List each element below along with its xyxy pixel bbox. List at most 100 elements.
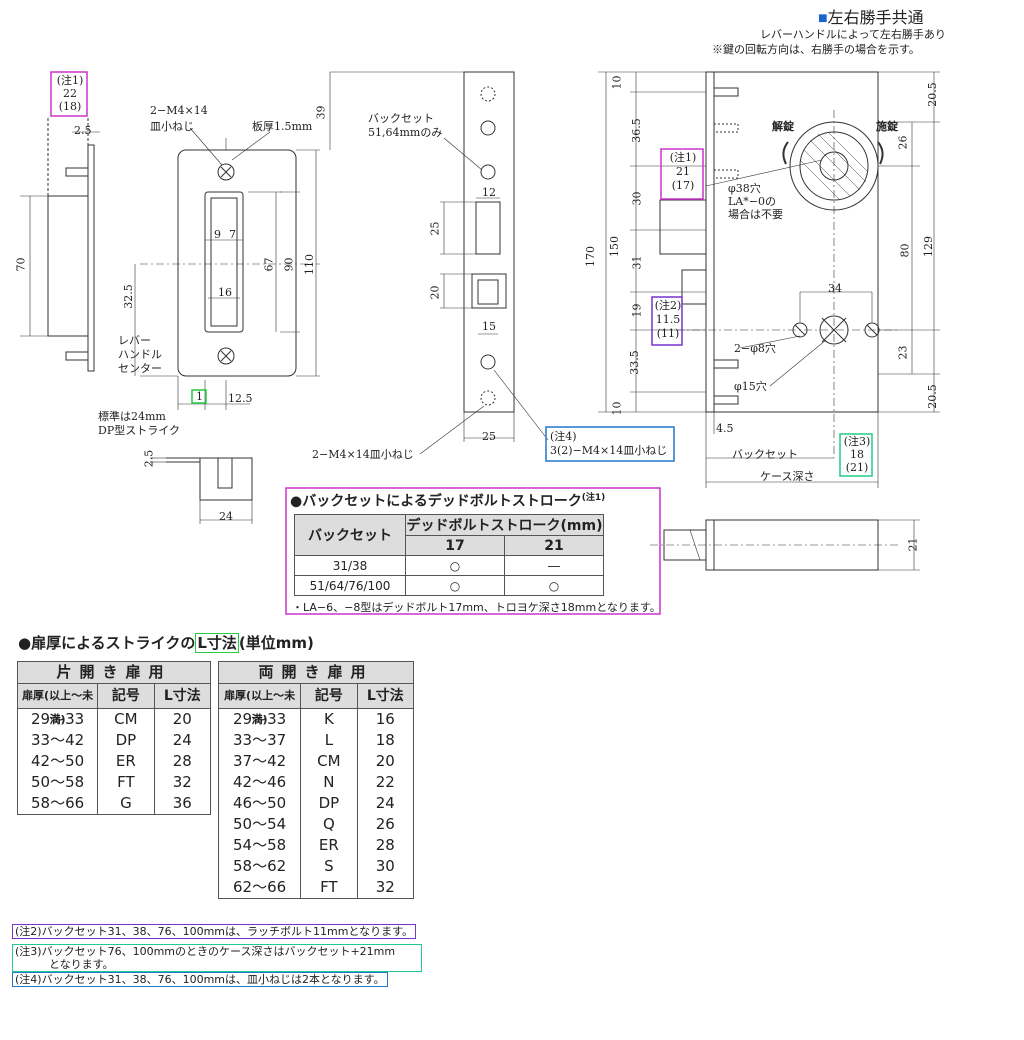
dim-26: 26 bbox=[896, 135, 910, 150]
table-cell: 36 bbox=[172, 794, 192, 812]
table-row: 31/38 ○ ― bbox=[294, 555, 605, 576]
table-cell: CM bbox=[98, 709, 155, 730]
note3-l1: (注3) bbox=[843, 435, 871, 448]
dim-32-5: 32.5 bbox=[121, 284, 135, 309]
note1-side-l3: (17) bbox=[671, 179, 695, 192]
single-caption: 片開き扉用 bbox=[18, 662, 210, 684]
note2-l2: 11.5 bbox=[655, 313, 681, 326]
note3-l3: (21) bbox=[845, 461, 869, 474]
table-cell: 29〜33 bbox=[219, 709, 302, 730]
la-note-2: 場合は不要 bbox=[728, 208, 783, 221]
la-note-1: LA*−0の bbox=[728, 195, 776, 208]
table-cell: DP bbox=[98, 730, 155, 751]
single-h1: 扉厚(以上〜未満) bbox=[18, 684, 99, 726]
dim-170: 170 bbox=[584, 246, 597, 267]
dim-16: 16 bbox=[218, 286, 232, 299]
single-h3: L寸法 bbox=[163, 688, 201, 704]
dim-36-5: 36.5 bbox=[629, 118, 643, 143]
dim-21: 21 bbox=[906, 537, 920, 552]
double-h2: 記号 bbox=[301, 684, 358, 708]
table-cell: ER bbox=[98, 751, 155, 772]
note1-left-l3: (18) bbox=[58, 100, 82, 113]
front-screw-label: 2−M4×14皿小ねじ bbox=[312, 448, 414, 461]
dim-7: 7 bbox=[229, 228, 236, 241]
note4-l1: (注4) bbox=[550, 430, 577, 443]
dim-110: 110 bbox=[303, 254, 316, 275]
note-3-a: (注3)バックセット76、100mmのときのケース深さはバックセット+21mm bbox=[15, 945, 396, 958]
table-cell: G bbox=[98, 793, 155, 814]
dim-80: 80 bbox=[898, 243, 912, 258]
table-cell: 33〜42 bbox=[18, 730, 99, 751]
dim-129: 129 bbox=[922, 236, 935, 257]
dim-20: 20 bbox=[428, 285, 442, 300]
dim-24: 24 bbox=[219, 510, 233, 523]
stroke-title-text: ●バックセットによるデッドボルトストローク bbox=[290, 493, 582, 510]
table-cell: 58〜66 bbox=[18, 793, 99, 814]
plate-thickness: 板厚1.5mm bbox=[252, 120, 313, 133]
table-cell: 58〜62 bbox=[219, 856, 302, 877]
header-subtitle-2: ※鍵の回転方向は、右勝手の場合を示す。 bbox=[712, 44, 920, 56]
lever-center-3: センター bbox=[118, 362, 162, 375]
stroke-footnote: ・LA−6、−8型はデッドボルト17mm、トロヨケ深さ18mmとなります。 bbox=[292, 601, 661, 614]
note-4: (注4)バックセット31、38、76、100mmは、皿小ねじは2本となります。 bbox=[12, 972, 388, 987]
table-cell: FT bbox=[301, 877, 358, 898]
stroke-title-note: (注1) bbox=[581, 493, 606, 503]
stroke-cell: ○ bbox=[405, 575, 505, 596]
table-cell: 62〜66 bbox=[219, 877, 302, 898]
note1-left-l1: (注1) bbox=[56, 74, 84, 87]
note1-side-l1: (注1) bbox=[669, 151, 697, 164]
dim-2-5b: 2.5 bbox=[142, 449, 156, 468]
dim-20-5b: 20.5 bbox=[925, 384, 939, 409]
table-cell: 54〜58 bbox=[219, 835, 302, 856]
backset-label: バックセット bbox=[732, 448, 798, 461]
double-h3: L寸法 bbox=[366, 688, 404, 704]
hole-8: 2−φ8穴 bbox=[734, 342, 776, 355]
stroke-cell: ○ bbox=[405, 555, 505, 576]
table-cell: 22 bbox=[375, 773, 395, 791]
table-cell: 16 bbox=[375, 710, 395, 728]
dim-67: 67 bbox=[262, 257, 276, 272]
table-cell: K bbox=[301, 709, 358, 730]
stroke-col-17: 17 bbox=[405, 535, 505, 556]
dim-70: 70 bbox=[14, 257, 28, 272]
table-cell: 18 bbox=[375, 731, 395, 749]
note1-side-callout: (注1) 21 (17) bbox=[664, 151, 702, 193]
table-cell: 33〜37 bbox=[219, 730, 302, 751]
dim-10b: 10 bbox=[610, 401, 624, 416]
table-cell: CM bbox=[301, 751, 358, 772]
lock-label: 施錠 bbox=[876, 120, 898, 133]
note1-left-l2: 22 bbox=[63, 87, 77, 100]
note4-l2: 3(2)−M4×14皿小ねじ bbox=[550, 444, 668, 457]
dim-2-5: 2.5 bbox=[74, 124, 92, 137]
dim-39: 39 bbox=[314, 105, 328, 120]
table-cell: 32 bbox=[375, 878, 395, 896]
note1-side-l2: 21 bbox=[676, 165, 690, 178]
std-note-2: DP型ストライク bbox=[98, 424, 181, 437]
stroke-table-title: ●バックセットによるデッドボルトストローク(注1) bbox=[290, 490, 605, 511]
table-cell: 24 bbox=[172, 731, 192, 749]
note3-callout: (注3) 18 (21) bbox=[842, 435, 872, 474]
dim-12-5: 12.5 bbox=[228, 392, 253, 405]
case-depth-label: ケース深さ bbox=[760, 470, 815, 483]
table-cell: 26 bbox=[375, 815, 395, 833]
stroke-cell: ― bbox=[503, 555, 605, 576]
table-cell: 42〜50 bbox=[18, 751, 99, 772]
table-cell: 42〜46 bbox=[219, 772, 302, 793]
dim-25a: 25 bbox=[428, 221, 442, 236]
table-cell: 24 bbox=[375, 794, 395, 812]
stroke-col-backset: バックセット bbox=[294, 514, 406, 556]
note2-l3: (11) bbox=[656, 327, 680, 340]
std-note-1: 標準は24mm bbox=[98, 410, 166, 423]
note-2: (注2)バックセット31、38、76、100mmは、ラッチボルト11mmとなりま… bbox=[12, 924, 416, 939]
dim-33-5: 33.5 bbox=[627, 350, 641, 375]
